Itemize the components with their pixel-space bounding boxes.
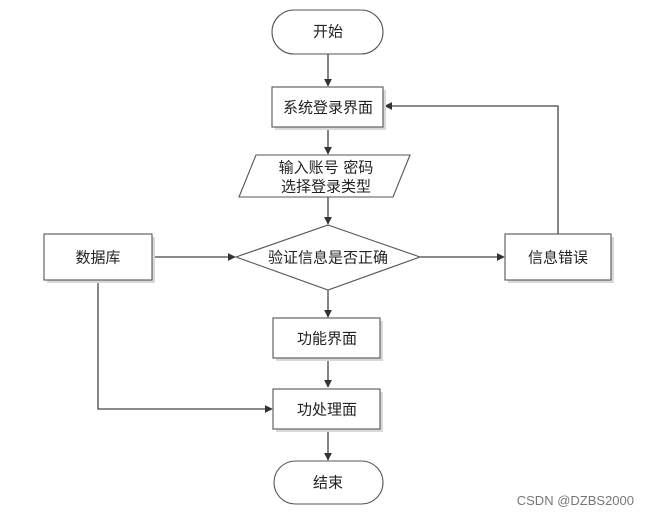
process-ui-node: 功处理面 [272, 388, 383, 432]
edge-error-to-login [384, 102, 559, 234]
function-ui-label: 功能界面 [297, 330, 357, 348]
database-node: 数据库 [43, 233, 155, 283]
edge-database-to-process [97, 283, 273, 413]
function-ui-node: 功能界面 [272, 317, 383, 361]
watermark-text: CSDN @DZBS2000 [516, 493, 634, 508]
verify-label: 验证信息是否正确 [268, 249, 388, 267]
input-node: 输入账号 密码 选择登录类型 [238, 154, 411, 198]
process-ui-label: 功处理面 [297, 401, 357, 419]
edges [97, 54, 559, 461]
input-label-line2: 选择登录类型 [281, 178, 371, 196]
end-label: 结束 [313, 474, 343, 492]
database-label: 数据库 [75, 249, 120, 267]
start-label: 开始 [313, 23, 343, 41]
login-ui-node: 系统登录界面 [271, 86, 386, 130]
verify-decision-node: 验证信息是否正确 [234, 224, 422, 291]
error-node: 信息错误 [504, 233, 614, 283]
input-label-line1: 输入账号 密码 [279, 159, 374, 177]
start-node: 开始 [271, 9, 384, 55]
end-node: 结束 [273, 460, 384, 505]
login-ui-label: 系统登录界面 [283, 99, 373, 117]
error-label: 信息错误 [528, 249, 588, 267]
